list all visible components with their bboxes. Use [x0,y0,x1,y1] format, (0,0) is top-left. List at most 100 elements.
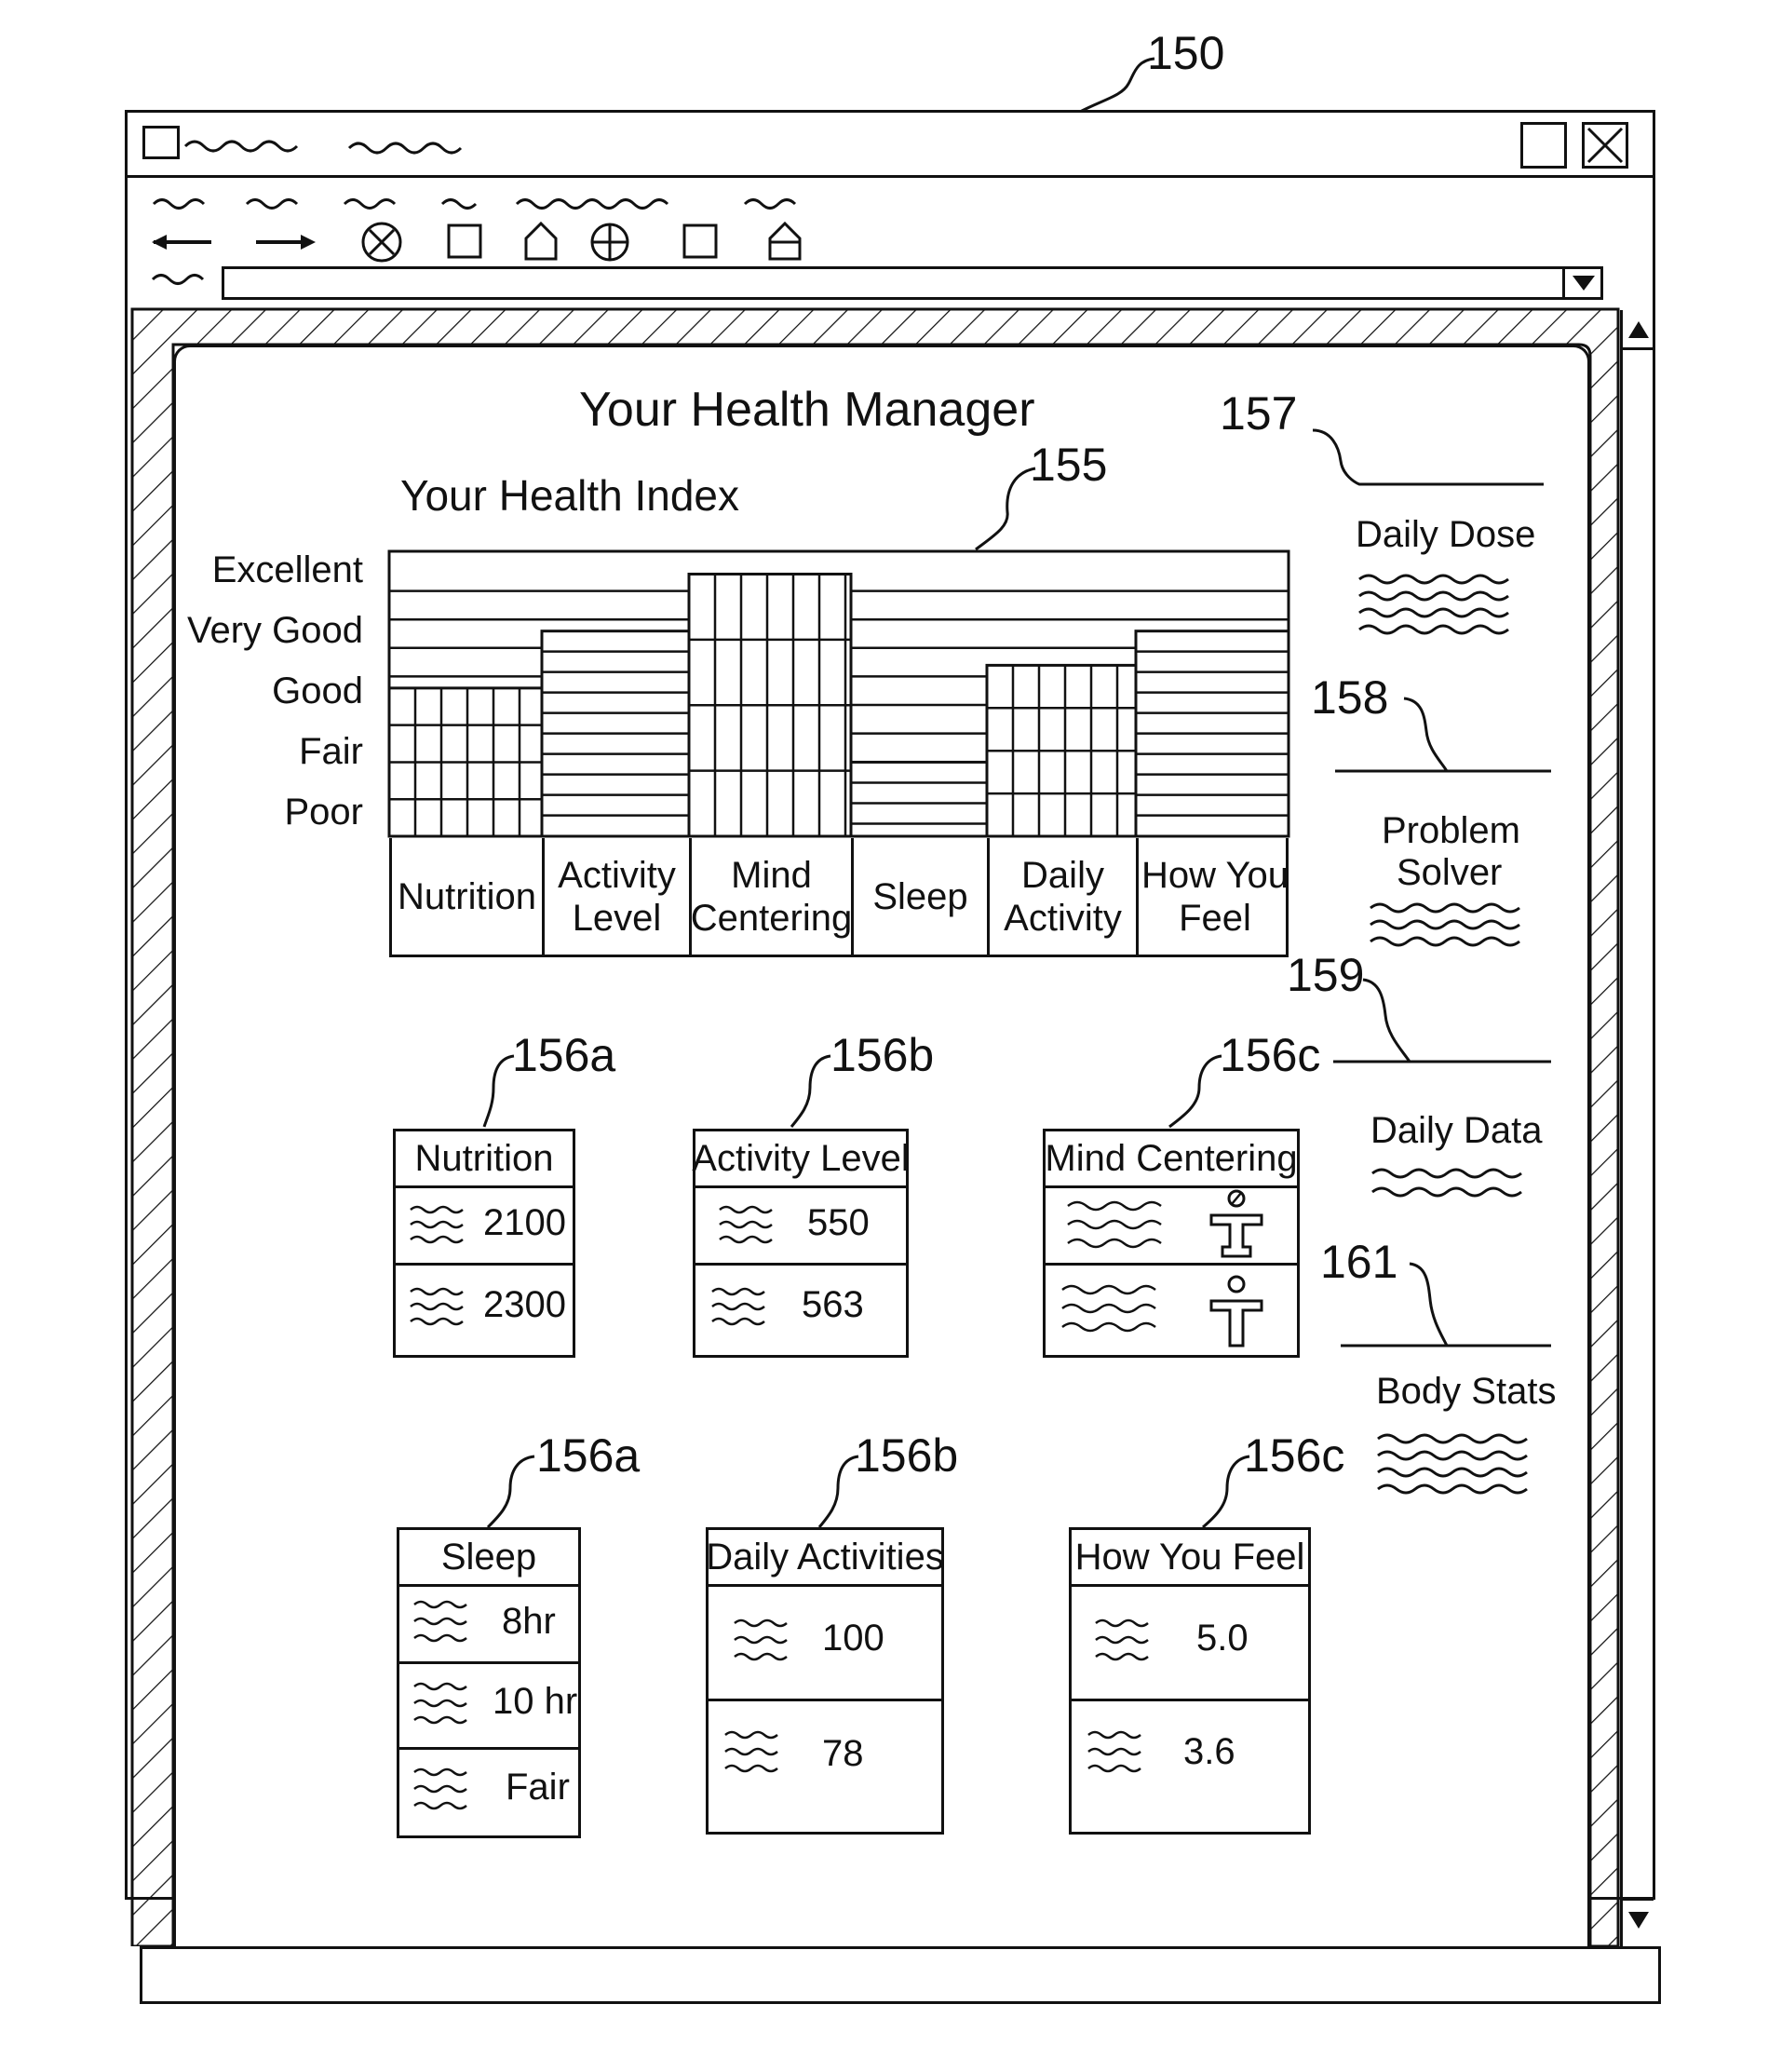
body-stats-link[interactable]: Body Stats [1376,1371,1556,1413]
daily-activities-row-1: 100 [709,1584,941,1701]
toolbar [144,214,833,270]
bar-daily-activity[interactable] [987,665,1136,836]
window-menu-icon[interactable] [142,126,180,159]
daily-activities-row-2: 78 [709,1701,941,1832]
category-label-sleep: Sleep [854,838,990,955]
chevron-down-icon [1565,266,1602,296]
close-button[interactable] [1582,122,1628,169]
level-good: Good [177,670,363,712]
category-label-daily-activity: DailyActivity [990,838,1139,955]
problem-solver-link-line1[interactable]: Problem [1382,810,1520,852]
bar-how-you-feel[interactable] [1136,631,1289,836]
favorites-icon[interactable] [684,225,716,257]
row-text-lines [709,1284,774,1334]
daily-activities-value-2: 78 [822,1733,864,1775]
activity-level-panel-title: Activity Level [695,1131,906,1188]
print-icon[interactable] [770,223,800,259]
nutrition-panel[interactable]: Nutrition 2100 2300 [393,1129,575,1358]
category-label-mind-centering: MindCentering [692,838,854,955]
daily-activities-value-1: 100 [822,1618,884,1659]
category-label-how-you-feel: How YouFeel [1139,838,1291,955]
ref-156a-top: 156a [512,1028,615,1082]
search-icon[interactable] [592,224,628,260]
address-label-squiggle [149,268,214,291]
ref-156c-bottom: 156c [1244,1429,1344,1483]
category-label-activity-level: ActivityLevel [545,838,692,955]
scroll-up-icon[interactable] [1625,316,1653,344]
nutrition-row-1: 2100 [396,1185,573,1266]
nutrition-row-2: 2300 [396,1266,573,1355]
row-text-lines [716,1202,781,1253]
sleep-row-3: Fair [399,1750,578,1835]
page-title: Your Health Manager [579,382,1035,438]
maximize-button[interactable] [1520,122,1567,169]
activity-level-panel[interactable]: Activity Level 550 563 [693,1129,909,1358]
sleep-panel-title: Sleep [399,1530,578,1587]
bar-activity-level[interactable] [542,631,689,836]
level-excellent: Excellent [177,549,363,591]
level-poor: Poor [177,792,363,833]
ref-156c-top: 156c [1220,1028,1320,1082]
nutrition-panel-title: Nutrition [396,1131,573,1188]
category-label-nutrition: Nutrition [392,838,545,955]
sleep-row-1: 8hr [399,1584,578,1664]
daily-activities-panel[interactable]: Daily Activities 100 78 [706,1527,944,1835]
row-text-lines [411,1597,476,1651]
nutrition-value-1: 2100 [483,1202,566,1244]
mind-centering-row-1 [1046,1185,1297,1266]
home-icon[interactable] [526,223,556,259]
ref-156a-top-leader [466,1050,521,1130]
problem-solver-link-line2[interactable]: Solver [1397,852,1502,894]
row-text-lines [722,1727,787,1781]
health-index-chart [387,549,1290,838]
ref-156b-bottom-leader [801,1451,866,1530]
mind-centering-panel[interactable]: Mind Centering [1043,1129,1300,1358]
how-you-feel-value-2: 3.6 [1183,1731,1235,1773]
daily-dose-link[interactable]: Daily Dose [1356,514,1535,556]
ref-156c-top-leader [1154,1050,1229,1130]
refresh-icon[interactable] [449,225,480,257]
sleep-value-2: 10 hr [493,1681,577,1723]
ref-156b-top: 156b [830,1028,934,1082]
how-you-feel-panel-title: How You Feel [1072,1530,1308,1587]
bar-sleep[interactable] [851,762,987,836]
bar-nutrition[interactable] [389,688,542,836]
row-text-lines [411,1679,476,1733]
sleep-value-3: Fair [506,1767,570,1808]
address-input[interactable] [222,266,1603,300]
problem-solver-text-lines [1367,899,1534,955]
ref-156a-bottom: 156a [536,1429,640,1483]
ref-156a-bottom-leader [466,1451,540,1530]
window-title-squiggle [183,131,500,159]
ref-158-leader [1331,689,1555,782]
level-fair: Fair [177,731,363,773]
ref-159-leader [1331,968,1555,1071]
how-you-feel-row-1: 5.0 [1072,1584,1308,1701]
address-dropdown-button[interactable] [1562,266,1603,300]
scroll-down-icon[interactable] [1625,1906,1653,1934]
mind-centering-panel-title: Mind Centering [1046,1131,1297,1188]
ref-155-leader [968,461,1043,554]
daily-data-link[interactable]: Daily Data [1370,1110,1543,1152]
sleep-row-2: 10 hr [399,1664,578,1750]
vertical-scrollbar[interactable] [1620,310,1654,1949]
bar-mind-centering[interactable] [689,574,851,836]
activity-level-row-2: 563 [695,1266,906,1355]
row-text-lines [407,1202,472,1253]
daily-data-text-lines [1369,1164,1536,1205]
how-you-feel-panel[interactable]: How You Feel 5.0 3.6 [1069,1527,1311,1835]
level-very-good: Very Good [177,610,363,652]
row-text-lines [1064,1197,1167,1258]
row-text-lines [1085,1727,1150,1781]
close-icon [1585,125,1626,166]
daily-activities-panel-title: Daily Activities [709,1530,941,1587]
mind-centering-row-2 [1046,1266,1297,1355]
status-bar [140,1946,1661,2004]
row-text-lines [731,1616,796,1670]
back-arrow-icon[interactable] [152,235,211,250]
forward-arrow-icon[interactable] [256,235,316,250]
row-text-lines [411,1765,476,1819]
stop-icon[interactable] [363,223,400,261]
sleep-panel[interactable]: Sleep 8hr 10 hr Fair [397,1527,581,1838]
meditating-person-icon [1204,1189,1269,1264]
